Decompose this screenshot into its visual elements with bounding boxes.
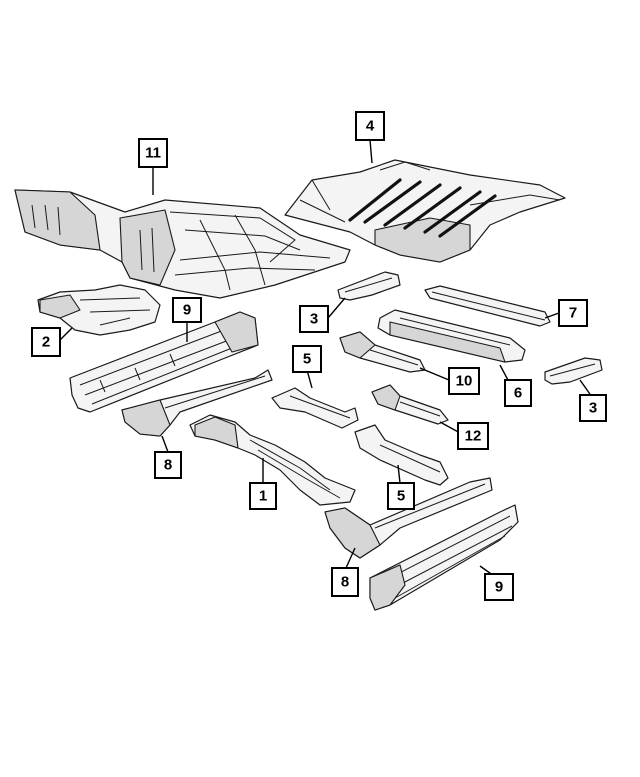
bracket-3-left [337,271,401,301]
callout-6: 6 [504,379,532,407]
callout-2: 2 [31,327,61,357]
svg-text:9: 9 [495,579,503,596]
svg-text:8: 8 [164,457,172,474]
svg-text:12: 12 [465,428,482,445]
callout-4: 4 [355,111,385,141]
callout-3-left: 3 [299,305,329,333]
callout-7: 7 [558,299,588,327]
svg-text:11: 11 [145,145,161,162]
svg-text:6: 6 [514,385,522,402]
svg-text:3: 3 [589,400,597,417]
svg-text:2: 2 [42,334,50,351]
rail-upper-left [121,369,273,437]
svg-text:1: 1 [259,488,267,505]
crossmember-10 [339,331,426,373]
callout-8-upper: 8 [154,451,182,479]
callout-9-upper: 9 [172,297,202,323]
svg-text:4: 4 [366,118,375,135]
svg-text:9: 9 [183,302,191,319]
front-floor-pan [14,189,351,299]
svg-text:5: 5 [303,351,311,368]
floor-brace-part [37,284,161,336]
rear-crossmember-6 [377,309,526,363]
callout-12: 12 [457,422,489,450]
callout-1: 1 [249,482,277,510]
bracket-3-right [544,357,603,385]
main-crossmember [189,414,356,506]
callout-11: 11 [138,138,168,168]
callout-10: 10 [448,367,480,395]
sill-lower-right [369,504,519,611]
crossmember-12 [371,384,449,425]
crossmember-7 [424,285,551,327]
svg-text:3: 3 [310,311,318,328]
svg-text:5: 5 [397,488,405,505]
callout-5-lower: 5 [387,482,415,510]
callout-8-lower: 8 [331,567,359,597]
svg-text:10: 10 [456,373,473,390]
crossmember-5-lower [354,424,449,486]
callout-5-upper: 5 [292,345,322,373]
callout-9-lower: 9 [484,573,514,601]
rear-floor-pan [284,159,566,263]
svg-text:8: 8 [341,574,349,591]
crossmember-5-upper [271,387,359,429]
sill-upper-left [69,311,259,413]
callout-3-right: 3 [579,394,607,422]
svg-text:7: 7 [569,305,577,322]
rail-lower-right [324,477,493,559]
